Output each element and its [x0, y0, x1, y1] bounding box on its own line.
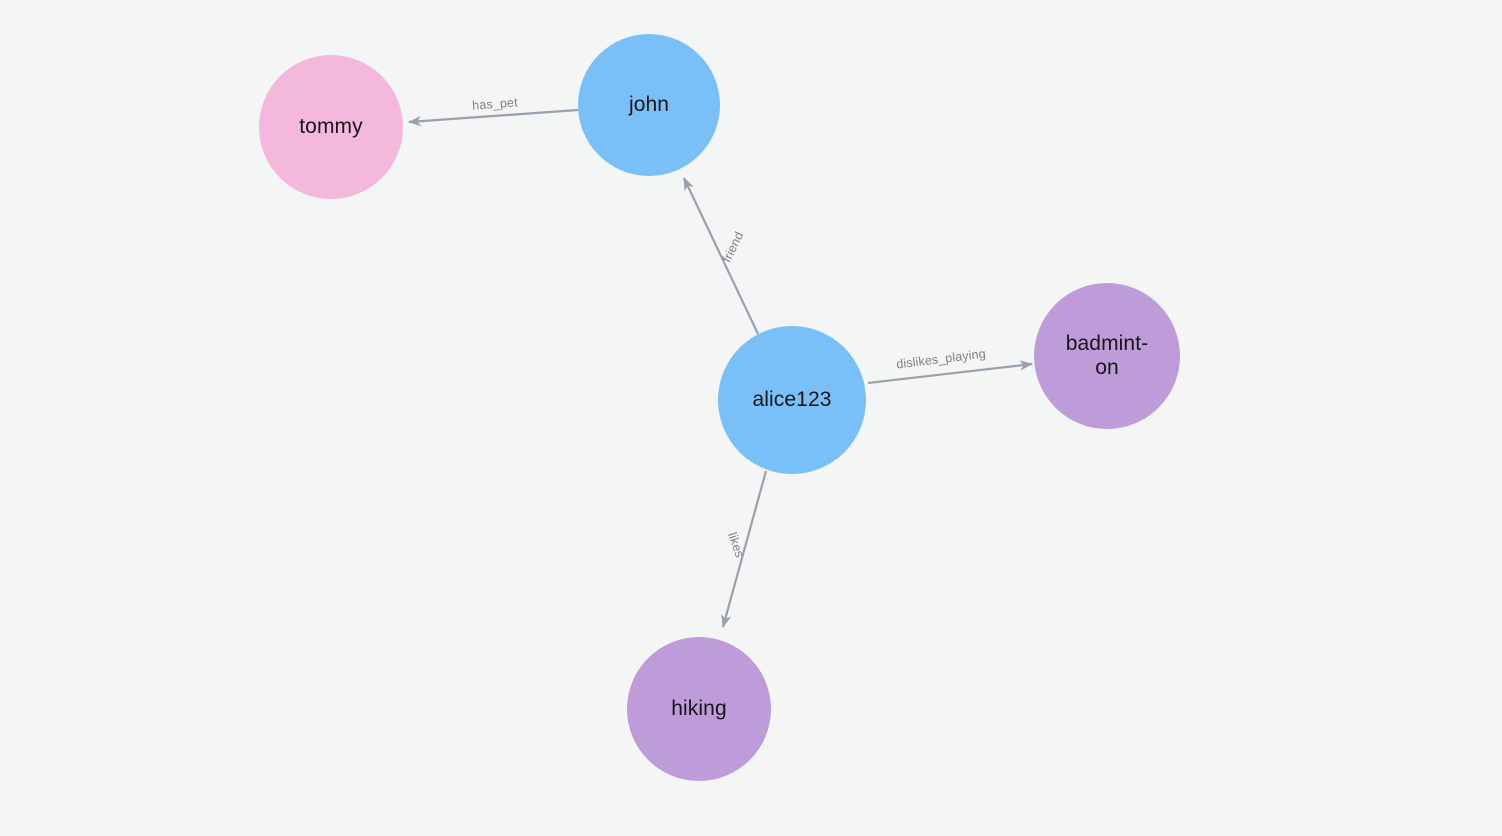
graph-node-label: tommy: [299, 115, 363, 139]
graph-edge[interactable]: [721, 470, 768, 628]
graph-node-john[interactable]: john: [578, 34, 720, 176]
graph-node-hiking[interactable]: hiking: [627, 637, 771, 781]
graph-node-label: john: [628, 93, 670, 117]
graph-edge[interactable]: [683, 177, 759, 335]
graph-node-alice123[interactable]: alice123: [718, 326, 866, 474]
graph-node-label: alice123: [752, 388, 832, 412]
graph-node-badminton[interactable]: badmint- on: [1034, 283, 1180, 429]
graph-node-label: hiking: [671, 697, 727, 721]
graph-node-tommy[interactable]: tommy: [259, 55, 403, 199]
edge-lines: [408, 108, 1033, 628]
graph-node-label: badmint- on: [1065, 332, 1149, 379]
graph-edge[interactable]: [408, 108, 579, 127]
graph-edge[interactable]: [867, 360, 1033, 385]
